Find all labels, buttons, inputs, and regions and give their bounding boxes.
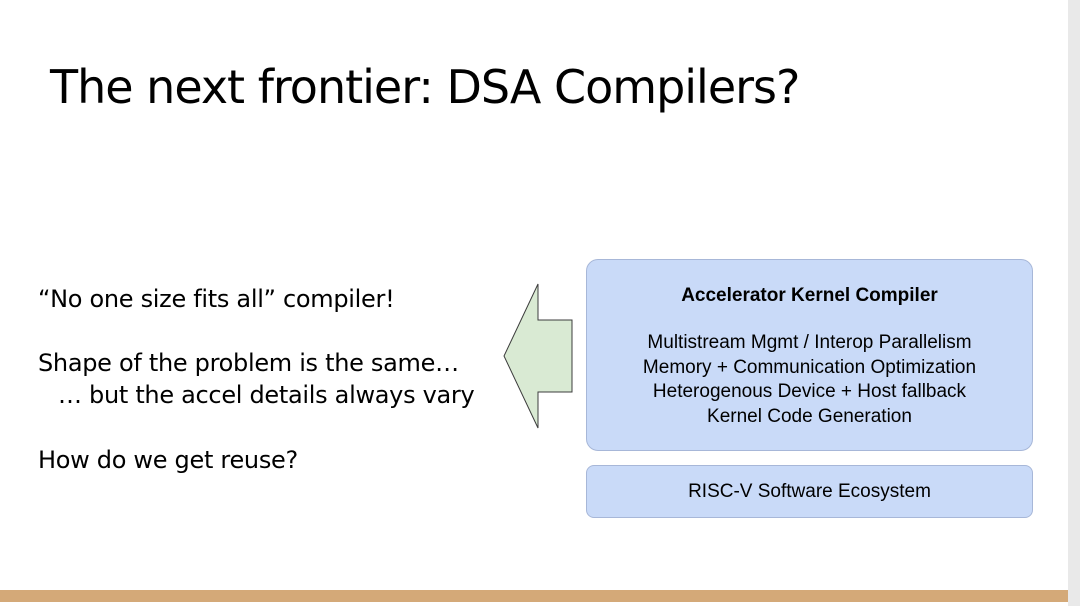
compiler-item: Heterogenous Device + Host fallback: [652, 381, 967, 402]
left-arrow-icon: [503, 283, 573, 429]
accelerator-kernel-compiler-box: Accelerator Kernel Compiler Multistream …: [586, 259, 1033, 451]
body-line-shape-of-problem: Shape of the problem is the same…: [38, 349, 459, 377]
body-line-reuse-question: How do we get reuse?: [38, 446, 298, 474]
compiler-item: Kernel Code Generation: [707, 405, 912, 427]
body-line-no-one-size: “No one size fits all” compiler!: [38, 285, 395, 313]
compiler-item: Memory + Communication Optimization: [642, 356, 977, 378]
risc-v-ecosystem-box: RISC-V Software Ecosystem: [586, 465, 1033, 518]
ecosystem-box-label: RISC-V Software Ecosystem: [688, 480, 931, 502]
footer-accent-bar: [0, 590, 1068, 602]
compiler-box-items: Multistream Mgmt / Interop Parallelism M…: [587, 331, 1032, 429]
slide-title: The next frontier: DSA Compilers?: [50, 60, 800, 114]
compiler-box-title: Accelerator Kernel Compiler: [681, 285, 938, 306]
body-line-accel-details: … but the accel details always vary: [58, 381, 475, 409]
compiler-item: Multistream Mgmt / Interop Parallelism: [647, 332, 972, 353]
